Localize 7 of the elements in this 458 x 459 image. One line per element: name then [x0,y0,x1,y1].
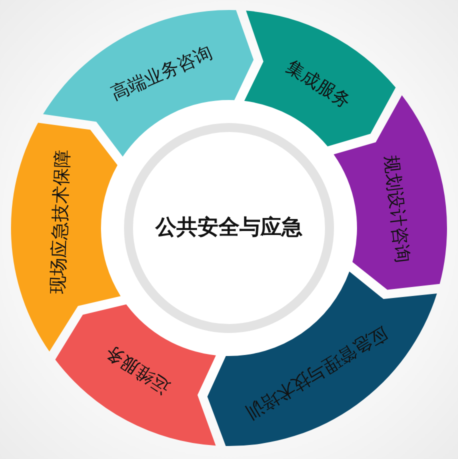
center-label: 公共安全与应急 [156,216,302,240]
segment-label: 应急管理与技术培训 [242,322,390,422]
segment-label: 高端业务咨询 [108,44,215,104]
segment-label: 运维服务 [102,342,173,396]
segment-label: 集成服务 [282,58,354,112]
segment-label: 现场应急技术保障 [50,150,73,295]
segment-label: 规划设计咨询 [380,154,411,264]
